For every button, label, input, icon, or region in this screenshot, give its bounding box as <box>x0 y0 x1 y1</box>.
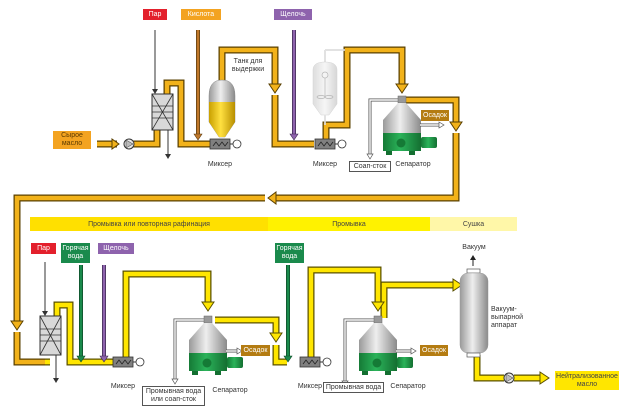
hot-water-1-label: Горячая вода <box>61 243 90 263</box>
acid-label: Кислота <box>181 9 221 20</box>
neutralized-oil-label: Нейтрализованное масло <box>555 371 619 390</box>
mixer-bottom-2-label: Миксер <box>297 383 323 390</box>
mixer-top-1 <box>209 138 242 150</box>
mixer-bottom-1-label: Миксер <box>110 383 136 390</box>
holding-tank-label: Танк для выдержки <box>231 58 265 73</box>
arrow-icon <box>395 83 409 94</box>
separator-bottom-1 <box>171 315 243 385</box>
holding-tank <box>208 79 236 138</box>
arrow-icon <box>269 332 283 343</box>
separator-top <box>366 95 445 160</box>
heat-exchanger-bottom <box>39 315 62 356</box>
alkali-label-top: Щелочь <box>274 9 312 20</box>
vacuum-apparatus-label: Вакуум-выпарной аппарат <box>491 306 523 329</box>
vacuum-apparatus <box>459 255 489 358</box>
arrow-icon <box>449 121 463 132</box>
bottom-pipes <box>45 266 550 385</box>
stage-band-drying: Сушка <box>430 217 517 231</box>
arrow-icon <box>539 371 550 385</box>
wash-or-soapstock-label: Промывная вода или соап-сток <box>142 386 205 406</box>
mixer-top-2 <box>314 138 347 150</box>
arrow-icon <box>267 191 277 205</box>
wash-water-label: Промывная вода <box>323 382 384 393</box>
separator-bottom-2-label: Сепаратор <box>390 383 426 390</box>
hot-water-2-label: Горячая вода <box>275 243 304 263</box>
soapstock-label: Соап-сток <box>349 161 391 172</box>
steam-label-top: Пар <box>143 9 167 20</box>
stage-band-washing: Промывка <box>268 217 430 231</box>
mixer-bottom-1 <box>112 356 145 368</box>
separator-top-label: Сепаратор <box>395 161 431 168</box>
separator-bottom-2 <box>341 315 417 387</box>
arrow-icon <box>268 83 282 94</box>
reaction-tank <box>312 49 345 125</box>
stage-band-washing-or-rerefining: Промывка или повторная рафинация <box>30 217 268 231</box>
arrow-icon <box>111 138 120 150</box>
sediment-bottom-1-label: Осадок <box>241 345 270 356</box>
raw-oil-label: Сырое масло <box>53 131 91 149</box>
separator-bottom-1-label: Сепаратор <box>212 387 248 394</box>
steam-label-bottom: Пар <box>31 243 56 254</box>
top-pipes <box>10 46 463 366</box>
arrow-icon <box>452 278 463 292</box>
sediment-top-label: Осадок <box>421 110 449 121</box>
heat-exchanger-top <box>151 93 174 131</box>
vacuum-label: Вакуум <box>462 244 486 251</box>
arrow-icon <box>10 320 24 331</box>
arrow-icon <box>201 301 215 312</box>
mixer-top-2-label: Миксер <box>312 161 338 168</box>
alkali-label-bottom: Щелочь <box>98 243 134 254</box>
arrow-icon <box>371 301 385 312</box>
mixer-top-1-label: Миксер <box>207 161 233 168</box>
mixer-bottom-2 <box>299 356 332 368</box>
sediment-bottom-2-label: Осадок <box>420 345 448 356</box>
